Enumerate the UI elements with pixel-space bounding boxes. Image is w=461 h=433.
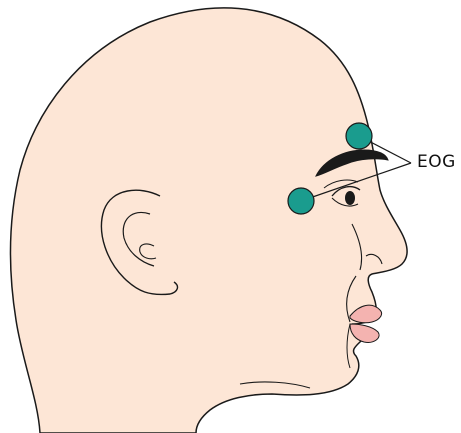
head-outline <box>10 8 407 433</box>
eog-label: EOG <box>417 152 456 172</box>
lateral-electrode <box>288 188 314 214</box>
eye-iris <box>345 191 355 205</box>
upper-electrode <box>346 123 372 149</box>
